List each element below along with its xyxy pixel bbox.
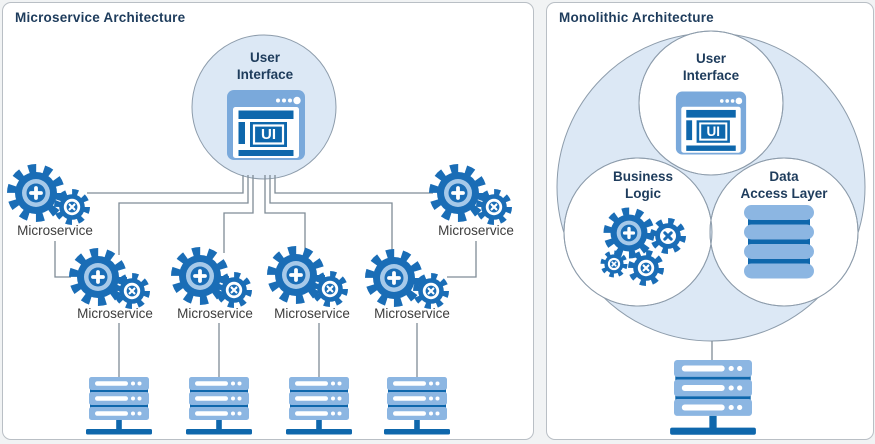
monolithic-diagram: UI [556, 30, 866, 435]
microservice-gears-2 [176, 252, 249, 305]
microservice-label: Microservice [77, 306, 153, 321]
server-icon-2 [186, 377, 252, 435]
monolithic-panel-title: Monolithic Architecture [559, 10, 714, 25]
microservice-gears-left [12, 169, 87, 222]
microservice-label: Microservice [274, 306, 350, 321]
microservice-label: Microservice [438, 223, 514, 238]
user-interface-label: User Interface [682, 51, 740, 83]
microservice-gears-3 [272, 251, 345, 304]
microservice-gears-1 [74, 253, 147, 306]
user-interface-label: User Interface [236, 50, 294, 82]
microservice-label: Microservice [374, 306, 450, 321]
microservice-diagram: UI [3, 34, 533, 435]
business-logic-label: Business Logic [612, 169, 674, 201]
microservice-panel-title: Microservice Architecture [15, 10, 186, 25]
microservice-label: Microservice [17, 223, 93, 238]
server-icon [670, 360, 756, 435]
ui-badge-text: UI [261, 126, 276, 143]
ui-badge-text: UI [707, 124, 721, 139]
microservice-gears-4 [370, 254, 446, 306]
microservice-gears-right [434, 169, 509, 222]
monolithic-panel: Monolithic Architecture UI [546, 2, 874, 440]
data-access-layer-label: Data Access Layer [740, 169, 828, 201]
connector-lines [54, 175, 477, 377]
microservice-panel: Microservice Architecture [2, 2, 534, 440]
database-icon [744, 205, 814, 279]
server-icon-3 [286, 377, 352, 435]
microservice-label: Microservice [177, 306, 253, 321]
browser-ui-icon [225, 88, 307, 162]
server-icon-4 [384, 377, 450, 435]
server-icon-1 [86, 377, 152, 435]
